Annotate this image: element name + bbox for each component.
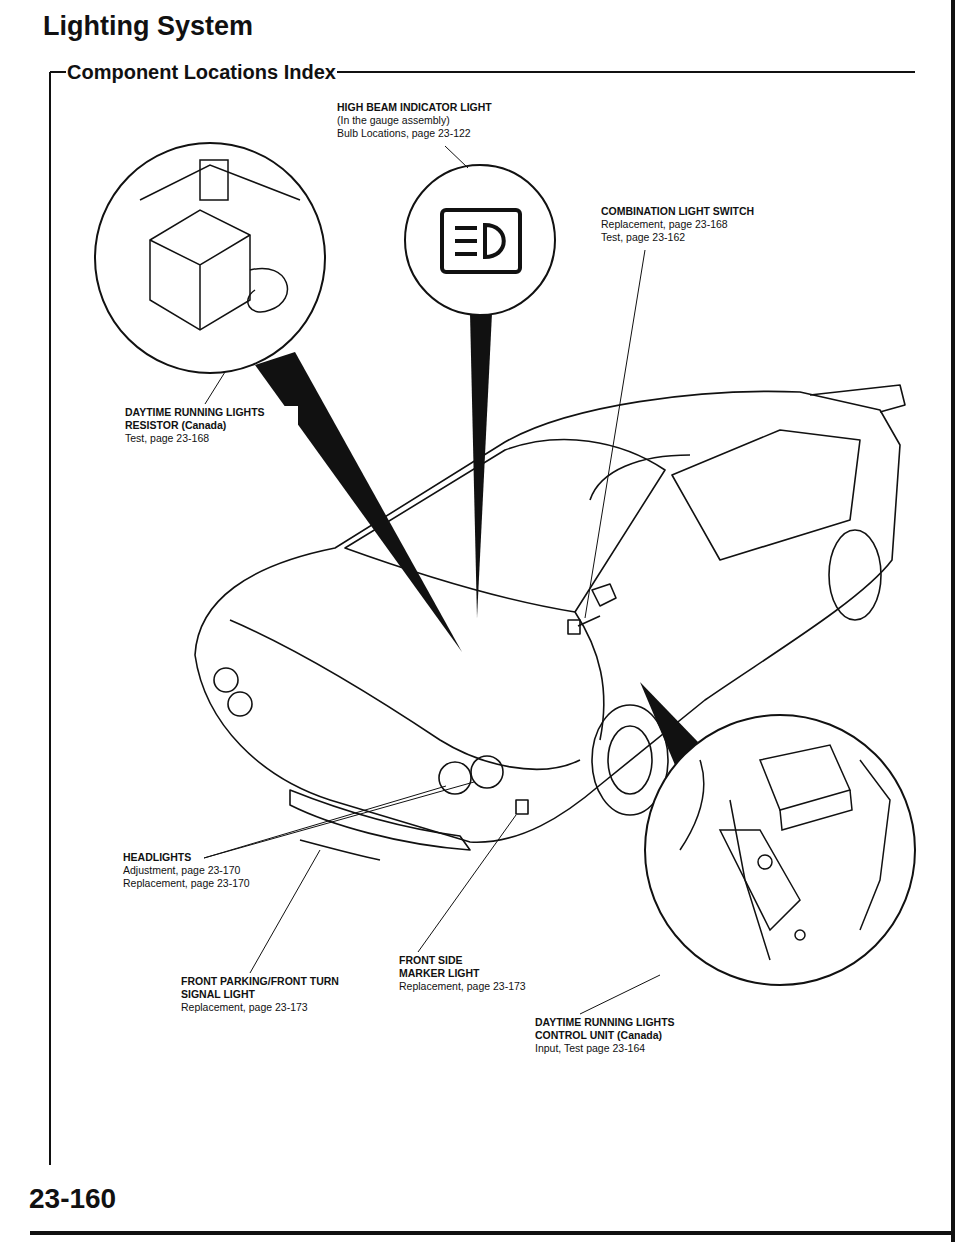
leader-lines — [204, 146, 660, 1014]
inset-circle — [645, 715, 915, 985]
resistor-inset — [95, 143, 325, 373]
page-title: Lighting System — [42, 10, 254, 42]
headlight — [471, 756, 503, 788]
hood-line — [230, 620, 580, 769]
side-marker — [516, 800, 528, 814]
frame-line — [49, 72, 51, 1165]
side-window — [672, 430, 860, 560]
control-unit-inset — [645, 715, 915, 985]
indicator-symbol — [485, 225, 504, 257]
page-number: 23-160 — [28, 1182, 117, 1216]
front-bumper — [290, 790, 470, 850]
callout-heading: DAYTIME RUNNING LIGHTS CONTROL UNIT (Can… — [534, 1016, 728, 1041]
resistor-body — [150, 210, 250, 330]
inset-circle — [95, 143, 325, 373]
headlight — [228, 692, 252, 716]
page-reference: Bulb Locations, page 23-122 — [336, 127, 472, 140]
indicator-inset — [405, 165, 555, 315]
bracket — [720, 830, 800, 930]
indicator-symbol — [455, 228, 477, 254]
panel — [860, 760, 890, 930]
page-reference: Test, page 23-162 — [600, 231, 686, 244]
mount-panel — [140, 165, 300, 200]
resistor-edge — [150, 235, 250, 330]
mirror — [592, 584, 616, 606]
headlight — [439, 762, 471, 794]
resistor-symbol — [140, 160, 300, 330]
frame-line — [30, 1231, 952, 1235]
leader-line — [204, 782, 474, 858]
page-reference: Input, Test page 23-164 — [534, 1042, 646, 1055]
parking-light — [300, 840, 380, 860]
control-unit-symbol — [680, 745, 890, 960]
wire — [680, 760, 704, 850]
leader-line — [580, 975, 660, 1014]
leader-line — [585, 250, 645, 618]
callout-wedge — [470, 313, 492, 618]
inset-circle — [405, 165, 555, 315]
callout-heading: FRONT SIDE MARKER LIGHT — [398, 954, 512, 979]
section-heading: Component Locations Index — [66, 60, 337, 84]
page-reference: Replacement, page 23-168 — [600, 218, 729, 231]
front-wheel-hub — [608, 726, 652, 794]
bolt — [758, 855, 772, 869]
callout-heading: HEADLIGHTS — [122, 851, 192, 864]
indicator-symbol — [442, 210, 520, 272]
bracket — [730, 800, 770, 960]
callout-heading: HIGH BEAM INDICATOR LIGHT — [336, 101, 493, 114]
page-reference: Test, page 23-168 — [124, 432, 210, 445]
page-frame — [30, 0, 953, 1242]
leader-line — [204, 786, 446, 858]
windshield — [345, 440, 665, 612]
leader-line — [445, 146, 468, 168]
leader-line — [418, 815, 516, 952]
bolt — [795, 930, 805, 940]
leader-line — [250, 850, 320, 973]
spoiler — [810, 385, 905, 412]
scan-edge — [951, 0, 955, 1242]
control-unit — [760, 745, 850, 810]
callout-note: (In the gauge assembly) — [336, 114, 451, 127]
page-reference: Adjustment, page 23-170 — [122, 864, 241, 877]
callout-heading: COMBINATION LIGHT SWITCH — [600, 205, 755, 218]
switch-stalk — [578, 616, 600, 626]
rear-wheel — [829, 530, 881, 620]
page-reference: Replacement, page 23-173 — [398, 980, 527, 993]
callout-heading: DAYTIME RUNNING LIGHTS RESISTOR (Canada) — [124, 406, 298, 431]
callout-wedges — [255, 313, 698, 765]
switch-stalk — [568, 620, 580, 634]
control-unit — [780, 790, 852, 830]
callout-wedge — [255, 352, 462, 652]
page-reference: Replacement, page 23-170 — [122, 877, 251, 890]
leader-line — [205, 372, 225, 404]
page-reference: Replacement, page 23-173 — [180, 1001, 309, 1014]
headlight — [214, 668, 238, 692]
callout-heading: FRONT PARKING/FRONT TURN SIGNAL LIGHT — [180, 975, 382, 1000]
wire-loop — [248, 268, 288, 312]
